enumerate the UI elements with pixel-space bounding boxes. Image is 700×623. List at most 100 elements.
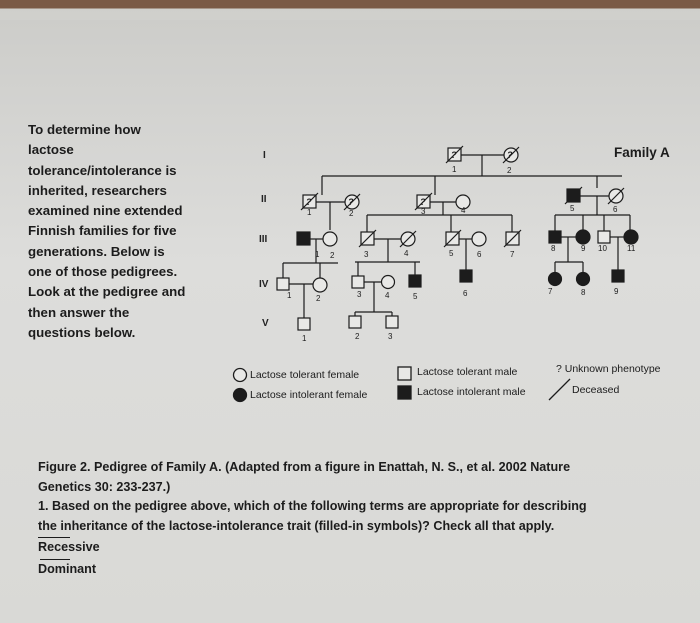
label-III-6: 6 [477, 250, 482, 259]
generation-label-1: I [263, 150, 266, 161]
gen4-female-7 [547, 271, 563, 287]
label-IV-3: 3 [357, 290, 362, 299]
intro-line: examined nine extended [28, 203, 183, 219]
label-II-2: 2 [349, 209, 354, 218]
intro-line: tolerance/intolerance is [28, 162, 177, 178]
legend-tolerant-male: Lactose tolerant male [417, 366, 518, 378]
legend-deceased-slash [548, 378, 571, 401]
label-IV-9: 9 [614, 287, 619, 296]
generation-label-5: V [262, 318, 269, 329]
gen3-male-3 [358, 229, 377, 248]
label-III-8: 8 [551, 244, 556, 253]
intro-line: lactose [28, 142, 74, 158]
gen3-female-9 [575, 229, 591, 245]
intro-line: questions below. [28, 324, 136, 340]
label-III-4: 4 [404, 249, 409, 258]
label-III-3: 3 [364, 250, 369, 259]
intro-line: Finnish families for five [28, 223, 177, 239]
gen4-male-9 [611, 269, 625, 283]
label-II-3: 3 [421, 207, 426, 216]
gen2-female-6 [607, 187, 625, 205]
caption-line-1: Figure 2. Pedigree of Family A. (Adapted… [38, 460, 571, 474]
option-recessive: Recessive [38, 540, 100, 554]
legend-intolerant-female-symbol [232, 387, 248, 403]
label-II-1: 1 [307, 208, 312, 217]
label-II-5: 5 [570, 204, 575, 213]
gen3-male-8 [548, 230, 562, 244]
gen3-female-4 [399, 230, 417, 248]
legend-tolerant-female-symbol [232, 367, 248, 383]
label-II-6: 6 [613, 205, 618, 214]
question-line-2: the inheritance of the lactose-intoleran… [38, 517, 678, 538]
unknown-mark: ? [451, 150, 457, 160]
gen3-male-7 [503, 229, 522, 248]
label-IV-7: 7 [548, 287, 553, 296]
label-III-5: 5 [449, 249, 454, 258]
answer-blank-1[interactable] [38, 536, 70, 538]
gen4-female-8 [575, 271, 591, 287]
generation-label-3: III [259, 234, 268, 245]
label-III-11: 11 [627, 244, 636, 253]
label-I-2: 2 [507, 166, 512, 175]
label-I-1: 1 [452, 165, 457, 174]
legend-unknown-phenotype: ? Unknown phenotype [556, 363, 661, 375]
unknown-mark: ? [306, 197, 312, 207]
legend-tolerant-male-symbol [397, 366, 412, 381]
gen5-male-1 [297, 317, 311, 331]
option-dominant: Dominant [38, 561, 97, 576]
legend-intolerant-female: Lactose intolerant female [250, 389, 368, 401]
intro-line: one of those pedigrees. [28, 264, 178, 280]
gen2-male-3 [414, 192, 433, 211]
gen3-female-2 [322, 231, 338, 247]
answer-blank-2[interactable] [40, 558, 70, 560]
intro-line: To determine how [28, 122, 141, 137]
label-IV-6: 6 [463, 289, 468, 298]
label-II-4: 4 [461, 206, 466, 215]
generation-label-4: IV [259, 279, 269, 290]
gen3-male-1 [296, 231, 311, 246]
intro-line: inherited, researchers [28, 182, 167, 198]
gen3-female-6 [471, 231, 487, 247]
gen3-female-11 [623, 229, 639, 245]
unknown-mark: ? [420, 197, 426, 207]
family-label: Family A [614, 145, 670, 160]
label-V-2: 2 [355, 332, 360, 341]
caption-line-2: Genetics 30: 233-237.) [38, 479, 171, 494]
label-IV-8: 8 [581, 288, 586, 297]
generation-label-2: II [261, 194, 267, 205]
label-IV-1: 1 [287, 291, 292, 300]
unknown-mark: ? [348, 197, 354, 207]
intro-paragraph: To determine how lactose tolerance/intol… [28, 120, 206, 343]
unknown-mark: ? [507, 150, 513, 160]
gen4-male-5 [408, 274, 422, 288]
gen3-male-10 [597, 230, 611, 244]
gen4-male-6 [459, 269, 473, 283]
label-III-10: 10 [598, 244, 607, 253]
label-III-9: 9 [581, 244, 586, 253]
legend-intolerant-male: Lactose intolerant male [417, 386, 526, 398]
gen3-male-5 [443, 229, 462, 248]
figure-caption: Figure 2. Pedigree of Family A. (Adapted… [38, 458, 678, 579]
label-III-1: 1 [315, 250, 320, 259]
gen4-female-2 [312, 277, 328, 293]
label-III-2: 2 [330, 251, 335, 260]
label-IV-5: 5 [413, 292, 418, 301]
label-III-7: 7 [510, 250, 515, 259]
label-IV-4: 4 [385, 291, 390, 300]
gen4-female-4 [380, 274, 396, 290]
legend-tolerant-female: Lactose tolerant female [250, 369, 360, 381]
intro-line: then answer the [28, 304, 130, 320]
legend-intolerant-male-symbol [397, 385, 412, 400]
gen2-male-5 [564, 186, 583, 205]
intro-line: Look at the pedigree and [28, 284, 186, 300]
legend-deceased: Deceased [572, 384, 620, 396]
gen4-male-1 [276, 277, 290, 291]
label-V-1: 1 [302, 334, 307, 343]
gen5-male-2 [348, 315, 362, 329]
label-V-3: 3 [388, 332, 393, 341]
gen5-male-3 [385, 315, 399, 329]
question-line-1: 1. Based on the pedigree above, which of… [38, 499, 587, 513]
label-IV-2: 2 [316, 294, 321, 303]
